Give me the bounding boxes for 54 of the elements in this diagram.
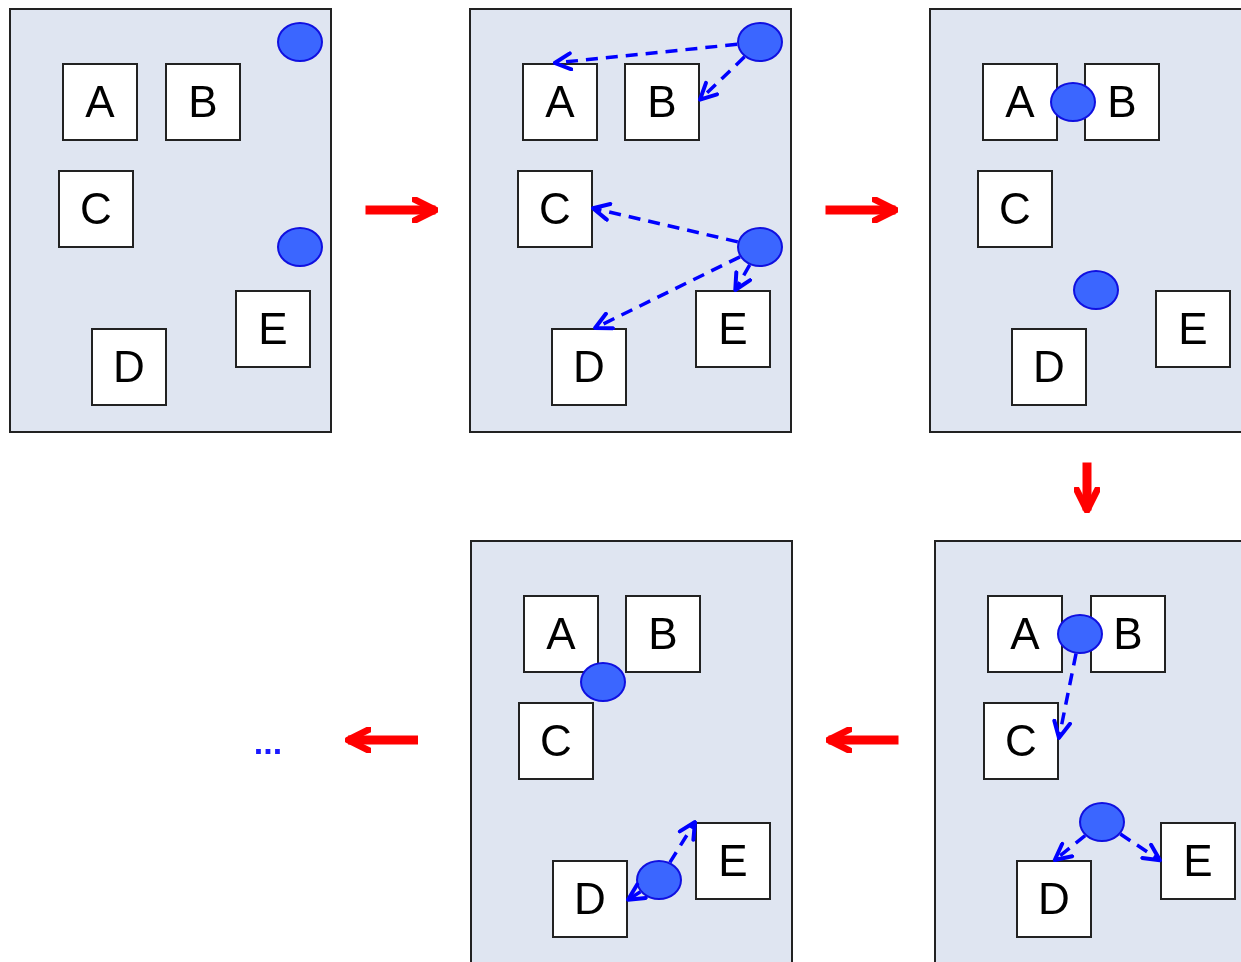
assignment-arrow (593, 255, 741, 331)
step-arrow (344, 726, 418, 754)
assignment-arrow (668, 820, 697, 864)
step-arrow (825, 726, 899, 754)
assignment-arrow (626, 882, 648, 902)
assignment-arrow (1119, 832, 1162, 863)
point-label: E (1183, 839, 1213, 883)
cluster-panel (929, 8, 1241, 433)
centroid-dot (277, 227, 323, 267)
cluster-panel (934, 540, 1241, 962)
centroid-dot (277, 22, 323, 62)
point-label: B (188, 80, 218, 124)
centroid-dot (580, 662, 626, 702)
ellipsis-text: ... (253, 725, 283, 759)
point-label: C (1005, 719, 1037, 763)
point-label: E (718, 307, 748, 351)
point-label: D (574, 877, 606, 921)
step-arrow (825, 196, 899, 224)
centroid-dot (636, 860, 682, 900)
assignment-arrow (1052, 653, 1078, 740)
point-label: A (545, 80, 575, 124)
cluster-panel (9, 8, 332, 433)
assignment-arrow (733, 264, 753, 292)
centroid-dot (1073, 270, 1119, 310)
point-label: D (573, 345, 605, 389)
point-label: A (1005, 80, 1035, 124)
point-label: E (718, 839, 748, 883)
step-arrow (365, 196, 439, 224)
point-label: E (1178, 307, 1208, 351)
step-arrow (1073, 462, 1101, 514)
centroid-dot (737, 22, 783, 62)
point-label: D (1038, 877, 1070, 921)
point-label: B (1107, 80, 1137, 124)
assignment-arrow (552, 42, 738, 72)
centroid-dot (1079, 802, 1125, 842)
point-label: C (540, 719, 572, 763)
point-label: B (648, 612, 678, 656)
point-label: A (1010, 612, 1040, 656)
point-label: B (647, 80, 677, 124)
assignment-arrow (698, 55, 746, 102)
point-label: D (1033, 345, 1065, 389)
assignment-arrow (1052, 834, 1087, 862)
point-label: D (113, 345, 145, 389)
cluster-panel (469, 8, 792, 433)
point-label: C (539, 187, 571, 231)
point-label: A (85, 80, 115, 124)
point-label: C (80, 187, 112, 231)
point-label: B (1113, 612, 1143, 656)
point-label: A (546, 612, 576, 656)
point-label: C (999, 187, 1031, 231)
centroid-dot (737, 227, 783, 267)
cluster-panel (470, 540, 793, 962)
assignment-arrow (591, 202, 739, 244)
point-label: E (258, 307, 288, 351)
